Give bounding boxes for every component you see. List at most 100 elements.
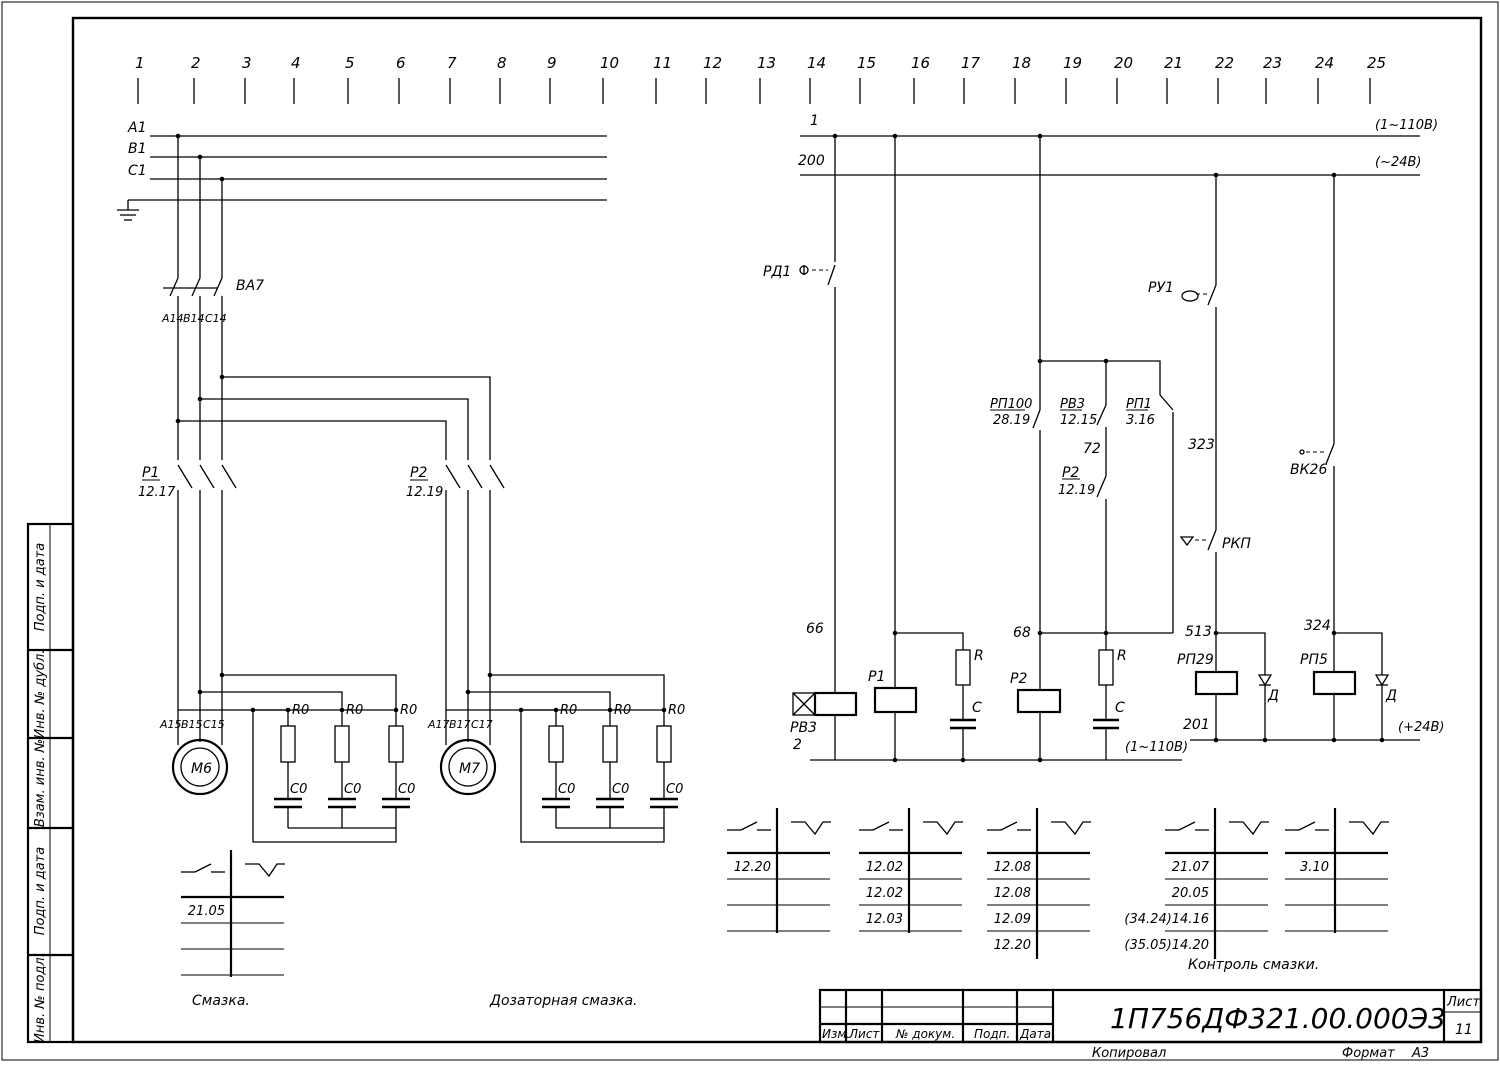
tb-format-label: Формат (1342, 1046, 1395, 1061)
contact-table-cell: 12.20 (994, 938, 1031, 953)
motor-m7-terminal-c: C17 (471, 718, 493, 731)
column-number: 22 (1215, 54, 1234, 72)
column-number: 13 (757, 54, 776, 72)
contact-table: 21.07 20.05 (34.24)14.16 (35.05)14.20 (1124, 808, 1269, 959)
diode-rp29-icon (1257, 674, 1273, 687)
resistor-r0 (334, 725, 350, 763)
relay-ru1-label: РУ1 (1148, 280, 1174, 296)
capacitor-c0-label: C0 (398, 782, 415, 797)
return-note-left: (1~110В) (1125, 740, 1188, 755)
motor-m7-name: М7 (459, 761, 480, 777)
contact-table: 12.08 12.08 12.09 12.20 (987, 808, 1091, 959)
bus-1-note: (1~110В) (1375, 118, 1438, 133)
column-number: 10 (600, 54, 619, 72)
contact-table-cell: 21.07 (1172, 860, 1210, 875)
capacitor-c0-label: C0 (290, 782, 307, 797)
relay-rd1-label: РД1 (763, 264, 791, 280)
tb-header-date: Дата (1019, 1027, 1051, 1041)
power-circuit: A1 B1 C1 ВА7 A14 B14 C14 (117, 120, 685, 843)
contact-table-cell: 12.02 (866, 886, 903, 901)
coil-rv3-icon (813, 691, 858, 717)
contact-p2-name: Р2 (1062, 465, 1079, 481)
contact-table-cell: 12.09 (994, 912, 1031, 927)
wire-324-label: 324 (1304, 618, 1331, 634)
diode-rp29-label: Д (1267, 688, 1279, 704)
capacitor-c-col20-label: C (1115, 700, 1125, 716)
column-number: 18 (1012, 54, 1031, 72)
contact-table-cell: (34.24)14.16 (1124, 912, 1209, 927)
breaker-out-b14: B14 (183, 312, 205, 325)
limit-switch-icon (1299, 449, 1305, 455)
resistor-r0 (280, 725, 296, 763)
column-number: 24 (1315, 54, 1334, 72)
coil-p1-label: Р1 (868, 669, 885, 685)
contact-table-cell: 12.08 (994, 860, 1031, 875)
motor-m7-icon (439, 738, 497, 796)
wire-323-label: 323 (1188, 437, 1215, 453)
wire-513-label: 513 (1185, 624, 1212, 640)
tb-header-sheet: Лист (848, 1027, 880, 1041)
tb-sheet-number: 11 (1455, 1022, 1473, 1038)
contact-table-cell: 12.02 (866, 860, 903, 875)
resistor-r0 (602, 725, 618, 763)
caption-lubrication: Смазка. (192, 993, 250, 1009)
resistor-r0-label: R0 (292, 703, 309, 718)
motor-m6-terminal-c: C15 (203, 718, 225, 731)
contact-table: 3.10 (1285, 808, 1389, 933)
tb-header-sign: Подп. (974, 1027, 1010, 1041)
column-number: 11 (653, 54, 672, 72)
stamp-original-inventory: Инв. № подл. (33, 953, 48, 1043)
column-number: 3 (242, 54, 252, 72)
return-note-right: (+24В) (1398, 720, 1445, 735)
diode-rp5-label: Д (1385, 688, 1397, 704)
stamp-replace-inventory: Взам. инв. № (33, 739, 48, 827)
column-number: 15 (857, 54, 876, 72)
resistor-r0-label: R0 (668, 703, 685, 718)
motor-m7-terminal-a: A17 (427, 718, 450, 731)
column-number: 2 (191, 54, 201, 72)
coil-rp5-label: РП5 (1300, 652, 1328, 668)
contact-table-cell: (35.05)14.20 (1124, 938, 1209, 953)
contact-table-cell: 12.08 (994, 886, 1031, 901)
contact-table-cell: 21.05 (188, 904, 225, 919)
tb-copied: Копировал (1092, 1046, 1166, 1061)
phase-a1-label: A1 (127, 120, 146, 136)
contact-rp1-name: РП1 (1126, 397, 1152, 412)
column-number: 12 (703, 54, 722, 72)
motor-m6-terminal-a: A15 (159, 718, 182, 731)
contact-table: 12.20 (727, 808, 831, 933)
tb-sheet-label: Лист (1446, 995, 1480, 1010)
column-number: 4 (291, 54, 301, 72)
ground-icon (117, 199, 150, 221)
capacitor-c0-label: C0 (344, 782, 361, 797)
contact-table-cell: 20.05 (1172, 886, 1209, 901)
contact-rp1-ref: 3.16 (1126, 413, 1155, 428)
tb-format-value: А3 (1411, 1046, 1429, 1061)
coil-rv3-name: РВ3 (790, 720, 817, 736)
column-number: 21 (1164, 54, 1183, 72)
breaker-out-a14: A14 (161, 312, 184, 325)
contact-rp100-ref: 28.19 (993, 413, 1030, 428)
contactor-p1-name: Р1 (142, 465, 159, 481)
diode-rp5-icon (1374, 674, 1390, 687)
column-number: 25 (1367, 54, 1386, 72)
contact-p2-ref: 12.19 (1058, 483, 1095, 498)
column-number: 23 (1263, 54, 1282, 72)
resistor-r0-label: R0 (400, 703, 417, 718)
switch-vk26-label: ВК26 (1290, 462, 1327, 478)
contactor-p2-name: Р2 (410, 465, 427, 481)
wire-201-label: 201 (1183, 717, 1210, 733)
relay-rkp-label: РКП (1222, 536, 1251, 552)
column-number: 9 (547, 54, 557, 72)
coil-p2-label: Р2 (1010, 671, 1027, 687)
float-sensor-icon (1179, 536, 1195, 547)
resistor-r-col20 (1098, 649, 1114, 686)
tb-header-doc: № докум. (895, 1027, 955, 1041)
